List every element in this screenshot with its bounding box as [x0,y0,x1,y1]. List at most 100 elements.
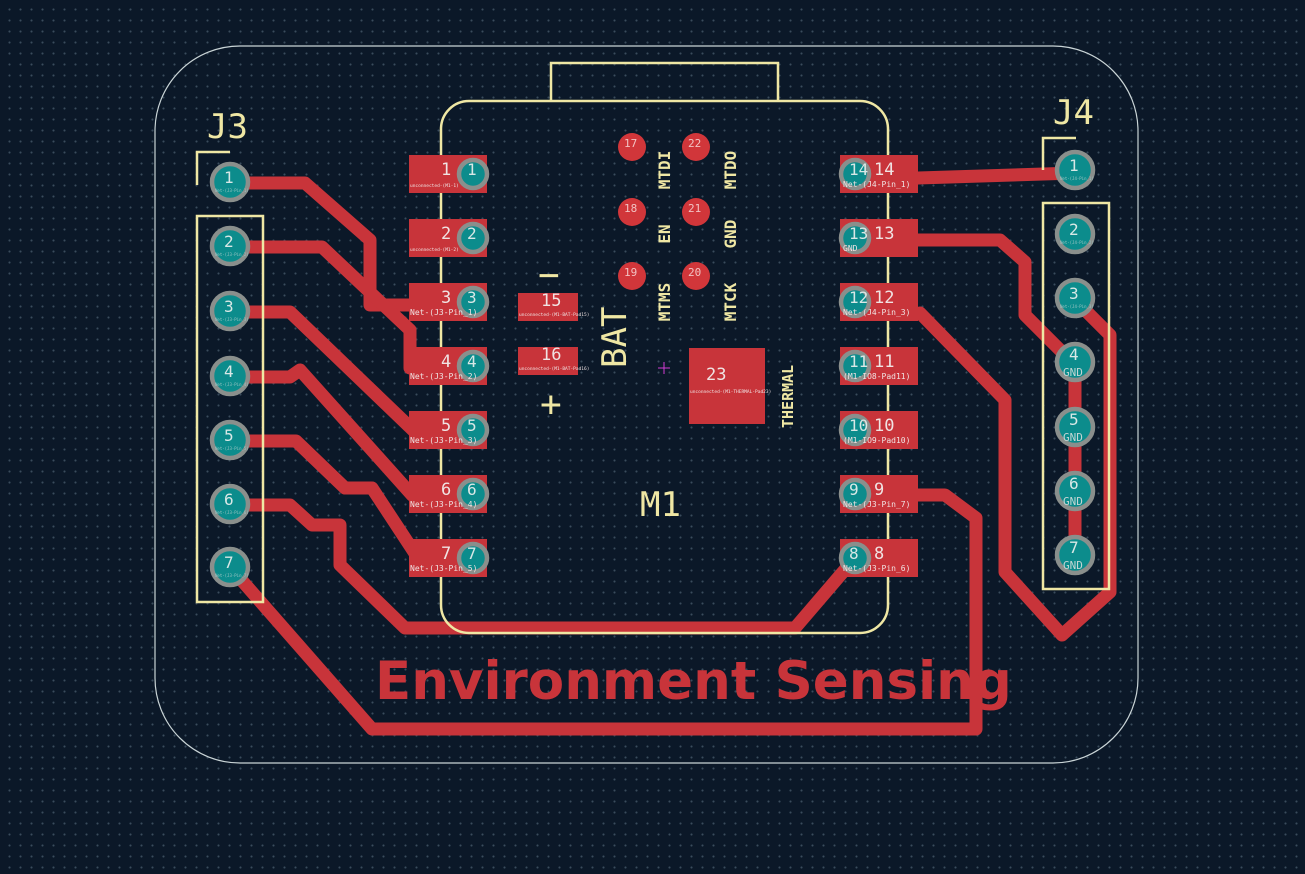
m1-pad-8-via-number: 8 [849,544,859,563]
j4-pin-7-number: 7 [1069,538,1079,557]
m1-pad-6-via-number: 6 [467,480,477,499]
m1-pad-14-number: 14 [874,160,894,180]
j4-pin-2-net: Net-(J4-Pin_2) [1060,240,1094,245]
test-point-20-label: MTCK [721,282,740,321]
m1-pad-4-via-number: 4 [467,352,477,371]
j3-pin-1-number: 1 [224,168,234,187]
m1-pad-4-number: 4 [441,352,451,372]
m1-pad-11-via-number: 11 [849,352,868,371]
m1-pad-3-net: Net-(J3-Pin_1) [410,308,477,317]
m1-reference: M1 [640,485,681,525]
m1-pad-5-number: 5 [441,416,451,436]
m1-pad-12-via [838,285,872,319]
j4-pin-6-number: 6 [1069,474,1079,493]
m1-pad-9-number: 9 [874,480,884,500]
battery-pad-15-number: 15 [541,291,561,311]
track-gnd-13 [911,233,1082,372]
m1-pad-8-via [838,541,872,575]
test-point-17-label: MTDI [655,151,674,190]
j4-pin-7-net: GND [1063,559,1083,572]
test-point-18-label: EN [655,224,674,243]
test-point-22-label: MTDO [721,151,740,190]
battery-label: BAT [595,307,635,368]
j4-pin-6-net: GND [1063,495,1083,508]
j3-pin-6-number: 6 [224,490,234,509]
j4-pin-1-number: 1 [1069,156,1079,175]
m1-pad-12-number: 12 [874,288,894,308]
battery-pad-15-net: unconnected-(M1-BAT-Pad15) [519,312,589,318]
test-point-17-number: 17 [624,137,637,150]
j3-pin-6-net: Net-(J3-Pin_6) [215,510,249,515]
j4-pin-5-net: GND [1063,431,1083,444]
m1-pad-13-via-number: 13 [849,224,868,243]
j4-pin-4-number: 4 [1069,345,1079,364]
j3-pin-5-number: 5 [224,426,234,445]
m1-pad-3-number: 3 [441,288,451,308]
thermal-label: THERMAL [779,365,797,428]
m1-pad-13-via [838,221,872,255]
m1-pad-9-via-number: 9 [849,480,859,499]
anchor-cross-icon [658,362,670,374]
j4-pin-4-net: GND [1063,366,1083,379]
m1-pad-7-via-number: 7 [467,544,477,563]
m1-pad-7-number: 7 [441,544,451,564]
m1-pad-1-number: 1 [441,160,451,180]
m1-pad-14-via [838,157,872,191]
j3-pin-2-number: 2 [224,232,234,251]
m1-pad-12-net: Net-(J4-Pin_3) [843,308,910,317]
battery-pad-16-number: 16 [541,345,561,365]
m1-pad-14-net: Net-(J4-Pin_1) [843,180,910,189]
m1-pad-7-via [456,541,490,575]
j3-reference: J3 [207,107,248,147]
track-j3-pin6 [223,498,862,635]
j3-pin-5-net: Net-(J3-Pin_5) [215,446,249,451]
m1-pad-13-number: 13 [874,224,894,244]
m1-pad-6-number: 6 [441,480,451,500]
m1-pad-5-net: Net-(J3-Pin_3) [410,436,477,445]
m1-pad-2-number: 2 [441,224,451,244]
test-point-21-number: 21 [688,202,701,215]
j3-pin-2-net: Net-(J3-Pin_2) [215,252,249,257]
m1-pad-6-net: Net-(J3-Pin_4) [410,500,477,509]
m1-pad-5-via [456,413,490,447]
m1-pad-7-net: Net-(J3-Pin_5) [410,564,477,573]
m1-pad-10-via [838,413,872,447]
battery-minus-label: − [538,255,560,296]
m1-silkscreen: M1 − + BAT THERMAL [439,61,890,635]
j4-pin-1-net: Net-(J4-Pin_1) [1060,176,1094,181]
copper-tracks [223,166,1117,736]
j4-pin-2-number: 2 [1069,220,1079,239]
m1-pad-1-via [456,157,490,191]
j4-pin-5-number: 5 [1069,410,1079,429]
j4-reference: J4 [1053,93,1094,133]
thermal-pad-net: unconnected-(M1-THERMAL-Pad23) [690,389,771,395]
test-point-19-number: 19 [624,266,637,279]
m1-pad-5-via-number: 5 [467,416,477,435]
m1-pad-4-via [456,349,490,383]
m1-pad-11-number: 11 [874,352,894,372]
battery-plus-label: + [540,384,562,425]
test-point-19-label: MTMS [655,283,674,322]
m1-pad-1-net: unconnected-(M1-1) [410,183,459,189]
j3-pin-1-net: Net-(J3-Pin_1) [215,188,249,193]
m1-pad-1-via-number: 1 [467,160,477,179]
m1-pad-8-net: Net-(J3-Pin_6) [843,564,910,573]
